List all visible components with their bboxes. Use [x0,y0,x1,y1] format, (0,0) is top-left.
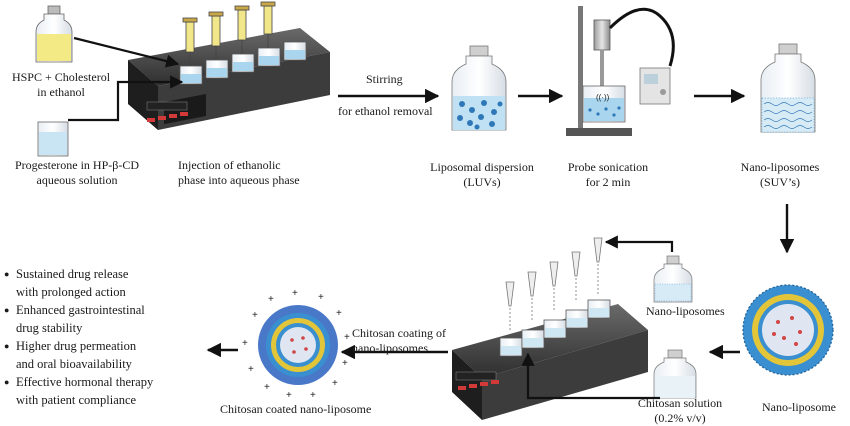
beakers-on-stirrer-top [179,41,307,85]
svg-text:+: + [336,308,342,319]
syringes-top [182,1,276,66]
pipettes-bottom [505,237,603,332]
left-input-arrows [68,36,184,122]
chitosan-coated-nano-liposome: + + + + + + + + + + + + + [242,288,350,401]
nano-liposomes-small-vial [653,255,693,303]
liposomal-dispersion-bottle [451,45,507,131]
magnetic-stirrer-bottom [452,304,648,420]
label-chitosan-coated: Chitosan coated nano-liposome [220,402,372,416]
hspc-cholesterol-bottle [35,5,73,63]
beakers-on-stirrer-bottom [499,299,611,357]
svg-text:+: + [342,358,348,369]
label-nano-liposome: Nano-liposome [762,400,836,414]
svg-text:+: + [310,390,316,401]
stirrer-panel-buttons-bottom [455,371,499,390]
svg-text:+: + [248,364,254,375]
stirrer-panel-buttons-top [146,101,188,122]
label-nano-liposomes-vial: Nano-liposomes [646,304,725,318]
svg-text:+: + [292,288,298,299]
svg-text:((·)): ((·)) [596,93,610,102]
label-ethanol-removal: for ethanol removal [338,104,433,118]
label-nano-liposomes-suv: Nano-liposomes(SUV’s) [740,160,820,189]
label-chitosan-solution: Chitosan solution(0.2% v/v) [637,396,723,425]
chitosan-solution-vial [653,349,697,399]
svg-text:+: + [268,294,274,305]
svg-text:+: + [318,292,324,303]
svg-text:+: + [252,310,258,321]
svg-text:+: + [286,390,292,401]
probe-sonicator: ((·)) [566,6,675,136]
nano-liposome-vesicle [742,284,834,376]
svg-text:+: + [264,382,270,393]
label-liposomal-dispersion: Liposomal dispersion(LUVs) [430,160,534,189]
svg-text:+: + [332,378,338,389]
progesterone-beaker [37,121,69,157]
nano-liposomes-bottle [760,43,816,133]
label-stirring: Stirring [366,72,403,86]
svg-text:+: + [242,338,248,349]
svg-text:+: + [344,332,350,343]
bottom-input-arrows [521,235,674,400]
